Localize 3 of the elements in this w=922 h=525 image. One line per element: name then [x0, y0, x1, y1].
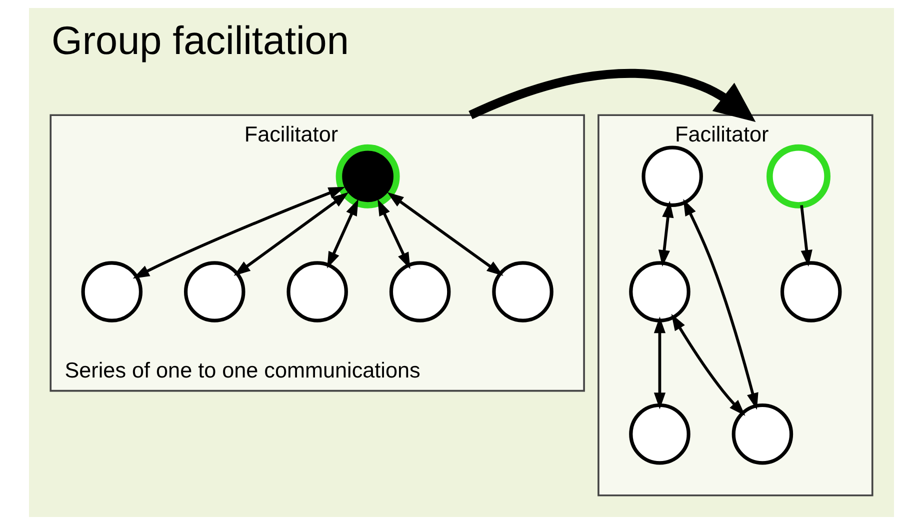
diagram-title: Group facilitation	[51, 19, 348, 64]
node-label: Facilitator	[674, 121, 768, 146]
node-label: Facilitator	[244, 121, 338, 146]
